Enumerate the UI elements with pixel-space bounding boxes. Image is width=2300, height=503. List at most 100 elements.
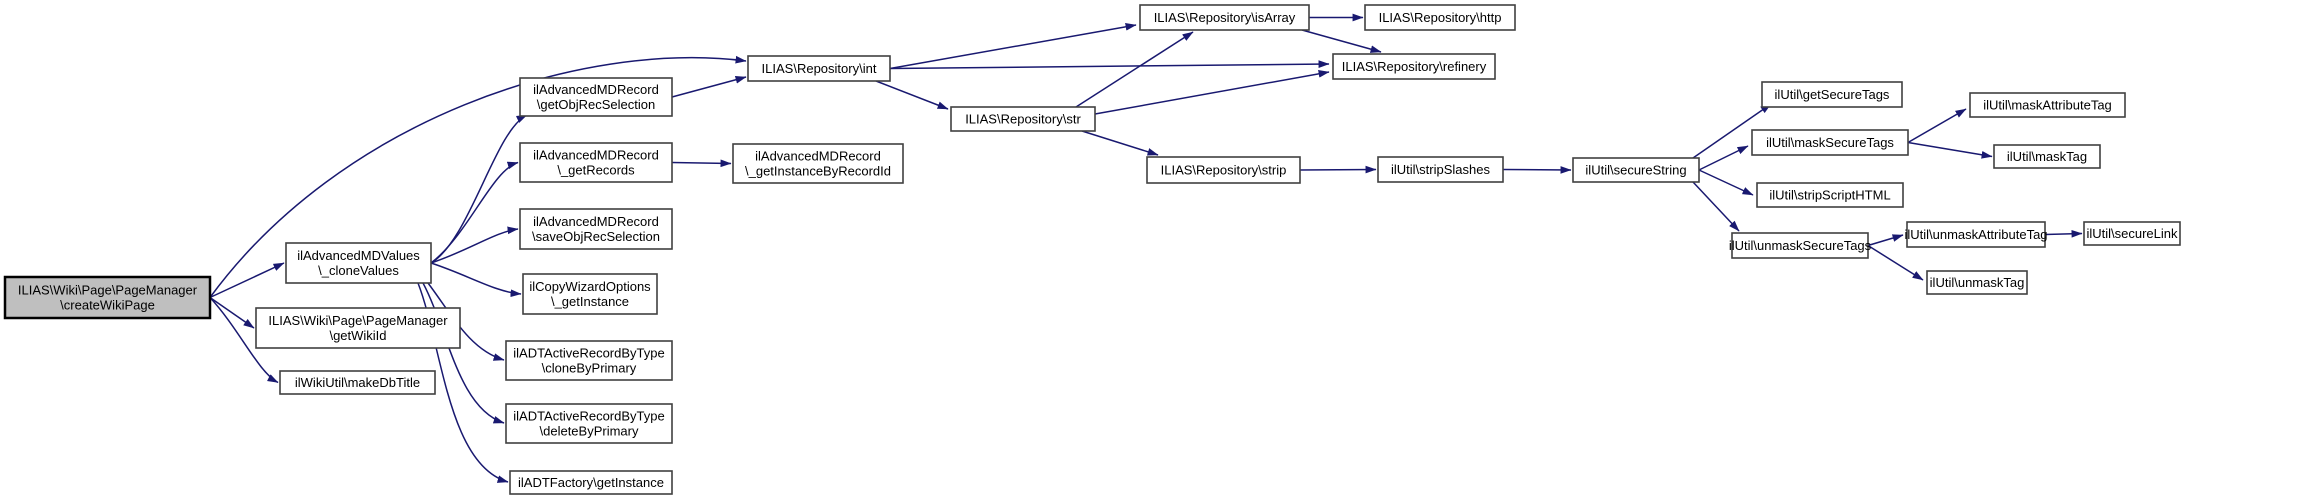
- node-box-getInstanceByRecordId: [732, 143, 904, 184]
- node-getWikiId[interactable]: ILIAS\Wiki\Page\PageManager\getWikiId: [255, 307, 461, 349]
- node-getRecords[interactable]: ilAdvancedMDRecord\_getRecords: [519, 142, 673, 183]
- node-box-repoHttp: [1364, 4, 1516, 31]
- node-saveObjRecSelection[interactable]: ilAdvancedMDRecord\saveObjRecSelection: [519, 208, 673, 250]
- node-stripSlashes[interactable]: ilUtil\stripSlashes: [1377, 156, 1504, 183]
- node-box-repoStrip: [1146, 156, 1301, 184]
- node-label-secureLink-line0: ilUtil\secureLink: [2086, 226, 2178, 241]
- node-box-repoRefinery: [1332, 53, 1496, 80]
- node-label-adtFactoryGetInstance-line0: ilADTFactory\getInstance: [518, 475, 664, 490]
- node-box-maskSecureTags: [1751, 129, 1909, 156]
- node-box-repoIsArray: [1139, 4, 1310, 31]
- edge-createWikiPage-getWikiId: [209, 296, 255, 329]
- node-repoInt[interactable]: ILIAS\Repository\int: [747, 55, 891, 82]
- node-label-getWikiId-line1: \getWikiId: [329, 328, 386, 343]
- node-unmaskAttributeTag[interactable]: ilUtil\unmaskAttributeTag: [1904, 221, 2048, 248]
- edge-repoStr-repoIsArray: [1075, 31, 1194, 108]
- edge-repoStrip-stripSlashes: [1299, 165, 1377, 174]
- node-label-maskAttributeTag-line0: ilUtil\maskAttributeTag: [1983, 98, 2112, 113]
- node-label-cloneValues-line0: ilAdvancedMDValues: [297, 248, 420, 263]
- edge-cloneValues-copyWizardGetInstance: [430, 262, 522, 298]
- node-createWikiPage: ILIAS\Wiki\Page\PageManager\createWikiPa…: [3, 275, 212, 320]
- node-box-unmaskTag: [1926, 270, 2028, 295]
- node-cloneByPrimary[interactable]: ilADTActiveRecordByType\cloneByPrimary: [505, 340, 673, 381]
- node-label-stripSlashes-line0: ilUtil\stripSlashes: [1391, 162, 1490, 177]
- edge-repoInt-repoStr: [875, 80, 949, 110]
- node-label-repoHttp-line0: ILIAS\Repository\http: [1379, 10, 1502, 25]
- node-label-maskSecureTags-line0: ilUtil\maskSecureTags: [1766, 135, 1894, 150]
- node-label-deleteByPrimary-line1: \deleteByPrimary: [540, 424, 639, 439]
- node-box-makeDbTitle: [279, 370, 436, 395]
- edge-cloneValues-deleteByPrimary: [422, 282, 505, 424]
- edge-secureString-unmaskSecureTags: [1692, 181, 1740, 232]
- node-box-maskAttributeTag: [1969, 92, 2126, 118]
- edge-cloneValues-getObjRecSelection: [430, 114, 528, 264]
- node-label-cloneValues-line1: \_cloneValues: [318, 263, 399, 278]
- node-makeDbTitle[interactable]: ilWikiUtil\makeDbTitle: [279, 370, 436, 395]
- edge-getRecords-getInstanceByRecordId: [671, 159, 732, 168]
- node-label-deleteByPrimary-line0: ilADTActiveRecordByType: [513, 409, 664, 424]
- edge-createWikiPage-makeDbTitle: [209, 296, 279, 384]
- node-maskSecureTags[interactable]: ilUtil\maskSecureTags: [1751, 129, 1909, 156]
- edge-getObjRecSelection-repoInt: [671, 76, 747, 98]
- edge-repoStr-repoRefinery: [1094, 70, 1330, 115]
- node-deleteByPrimary[interactable]: ilADTActiveRecordByType\deleteByPrimary: [505, 403, 673, 444]
- node-box-getSecureTags: [1761, 81, 1903, 108]
- node-label-getObjRecSelection-line0: ilAdvancedMDRecord: [533, 82, 659, 97]
- edge-maskSecureTags-maskAttributeTag: [1907, 108, 1967, 144]
- node-label-saveObjRecSelection-line0: ilAdvancedMDRecord: [533, 214, 659, 229]
- node-box-stripSlashes: [1377, 156, 1504, 183]
- node-getInstanceByRecordId[interactable]: ilAdvancedMDRecord\_getInstanceByRecordI…: [732, 143, 904, 184]
- node-label-repoStr-line0: ILIAS\Repository\str: [965, 112, 1081, 127]
- node-secureLink[interactable]: ilUtil\secureLink: [2083, 221, 2181, 246]
- node-maskAttributeTag[interactable]: ilUtil\maskAttributeTag: [1969, 92, 2126, 118]
- node-box-stripScriptHTML: [1756, 182, 1904, 208]
- nodes-layer: ILIAS\Wiki\Page\PageManager\createWikiPa…: [3, 4, 2181, 495]
- node-label-createWikiPage-line0: ILIAS\Wiki\Page\PageManager: [18, 283, 198, 298]
- node-box-deleteByPrimary: [505, 403, 673, 444]
- node-label-makeDbTitle-line0: ilWikiUtil\makeDbTitle: [295, 375, 420, 390]
- node-cloneValues[interactable]: ilAdvancedMDValues\_cloneValues: [285, 242, 432, 284]
- node-copyWizardGetInstance[interactable]: ilCopyWizardOptions\_getInstance: [522, 273, 658, 315]
- node-unmaskSecureTags[interactable]: ilUtil\unmaskSecureTags: [1729, 232, 1872, 259]
- edge-secureString-maskSecureTags: [1698, 145, 1749, 171]
- edge-createWikiPage-repoInt: [209, 55, 747, 298]
- node-label-copyWizardGetInstance-line0: ilCopyWizardOptions: [529, 279, 651, 294]
- node-repoIsArray[interactable]: ILIAS\Repository\isArray: [1139, 4, 1310, 31]
- node-adtFactoryGetInstance[interactable]: ilADTFactory\getInstance: [509, 470, 673, 495]
- node-box-getRecords: [519, 142, 673, 183]
- node-label-unmaskSecureTags-line0: ilUtil\unmaskSecureTags: [1729, 238, 1872, 253]
- node-label-getRecords-line0: ilAdvancedMDRecord: [533, 148, 659, 163]
- node-label-unmaskAttributeTag-line0: ilUtil\unmaskAttributeTag: [1904, 227, 2047, 242]
- node-label-repoStrip-line0: ILIAS\Repository\strip: [1161, 163, 1287, 178]
- node-repoHttp[interactable]: ILIAS\Repository\http: [1364, 4, 1516, 31]
- node-label-cloneByPrimary-line0: ilADTActiveRecordByType: [513, 346, 664, 361]
- node-secureString[interactable]: ilUtil\secureString: [1572, 157, 1700, 183]
- edge-secureString-getSecureTags: [1692, 103, 1772, 159]
- edge-cloneValues-getRecords: [430, 161, 519, 264]
- node-label-saveObjRecSelection-line1: \saveObjRecSelection: [532, 229, 660, 244]
- node-box-cloneByPrimary: [505, 340, 673, 381]
- node-maskTag[interactable]: ilUtil\maskTag: [1993, 144, 2101, 169]
- node-label-secureString-line0: ilUtil\secureString: [1585, 163, 1686, 178]
- node-box-copyWizardGetInstance: [522, 273, 658, 315]
- node-label-cloneByPrimary-line1: \cloneByPrimary: [542, 361, 637, 376]
- node-label-getInstanceByRecordId-line1: \_getInstanceByRecordId: [745, 164, 891, 179]
- node-box-secureLink: [2083, 221, 2181, 246]
- node-box-secureString: [1572, 157, 1700, 183]
- node-repoRefinery[interactable]: ILIAS\Repository\refinery: [1332, 53, 1496, 80]
- node-box-unmaskSecureTags: [1731, 232, 1869, 259]
- node-unmaskTag[interactable]: ilUtil\unmaskTag: [1926, 270, 2028, 295]
- node-repoStrip[interactable]: ILIAS\Repository\strip: [1146, 156, 1301, 184]
- node-label-maskTag-line0: ilUtil\maskTag: [2007, 149, 2087, 164]
- node-label-getSecureTags-line0: ilUtil\getSecureTags: [1775, 87, 1890, 102]
- node-box-getObjRecSelection: [519, 77, 673, 117]
- node-stripScriptHTML[interactable]: ilUtil\stripScriptHTML: [1756, 182, 1904, 208]
- node-getSecureTags[interactable]: ilUtil\getSecureTags: [1761, 81, 1903, 108]
- node-box-repoInt: [747, 55, 891, 82]
- node-repoStr[interactable]: ILIAS\Repository\str: [950, 106, 1096, 132]
- edge-unmaskSecureTags-unmaskAttributeTag: [1867, 234, 1904, 247]
- node-getObjRecSelection[interactable]: ilAdvancedMDRecord\getObjRecSelection: [519, 77, 673, 117]
- edge-cloneValues-saveObjRecSelection: [430, 226, 519, 264]
- edge-repoIsArray-repoRefinery: [1301, 29, 1382, 53]
